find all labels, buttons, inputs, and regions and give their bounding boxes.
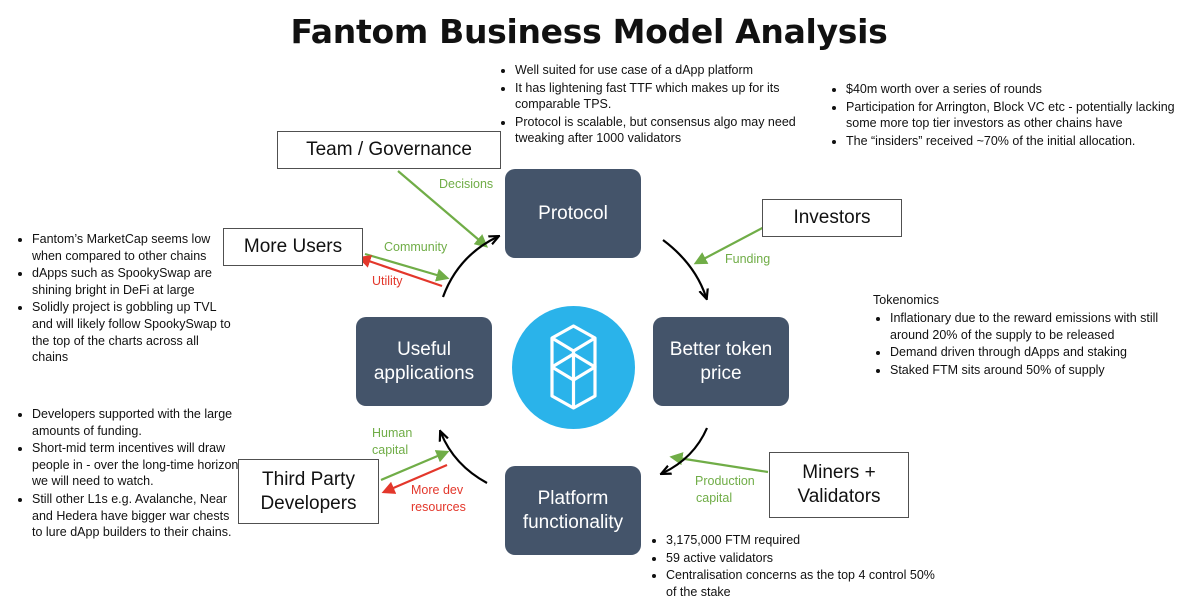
tokenomics-heading: Tokenomics — [873, 293, 939, 307]
miners-validators-box: Miners + Validators — [769, 452, 909, 518]
useful-applications-node: Useful applications — [356, 317, 492, 406]
list-item: Well suited for use case of a dApp platf… — [515, 62, 815, 79]
list-item: Protocol is scalable, but consensus algo… — [515, 114, 815, 147]
human-capital-label: Human capital — [372, 425, 412, 459]
third-party-label: Third Party — [262, 468, 355, 490]
cycle-arrow-protocol-to-price — [662, 239, 706, 297]
token-price-node: Better token price — [653, 317, 789, 406]
page-title: Fantom Business Model Analysis — [290, 12, 888, 51]
list-item: Staked FTM sits around 50% of supply — [890, 362, 1200, 379]
developer-notes: Developers supported with the large amou… — [15, 406, 242, 542]
human-label: Human — [372, 426, 413, 440]
funding-label: Funding — [725, 252, 771, 266]
price-label: price — [700, 362, 742, 384]
platform-functionality-node: Platform functionality — [505, 466, 641, 555]
list-item: Inflationary due to the reward emissions… — [890, 310, 1200, 343]
capital-label: capital — [372, 443, 409, 457]
list-item: Developers supported with the large amou… — [32, 406, 242, 439]
list-item: Centralisation concerns as the top 4 con… — [666, 567, 936, 600]
more-dev-resources-label: More dev resources — [411, 482, 466, 516]
list-item: Fantom’s MarketCap seems low when compar… — [32, 231, 232, 264]
team-governance-box: Team / Governance — [277, 131, 501, 169]
resources-label: resources — [411, 500, 466, 514]
protocol-node: Protocol — [505, 169, 641, 258]
list-item: Solidly project is gobbling up TVL and w… — [32, 299, 232, 365]
list-item: Still other L1s e.g. Avalanche, Near and… — [32, 491, 242, 541]
cycle-arrow-platform-to-apps — [441, 433, 488, 484]
useful-label: Useful — [397, 338, 451, 360]
tokenomics-notes: Inflationary due to the reward emissions… — [873, 310, 1200, 379]
functionality-label: functionality — [522, 511, 624, 533]
human-capital-arrow — [380, 450, 450, 482]
developers-label: Developers — [260, 492, 357, 514]
investors-label: Investors — [793, 207, 871, 228]
list-item: 59 active validators — [666, 550, 936, 567]
more-users-label: More Users — [243, 236, 343, 257]
list-item: dApps such as SpookySwap are shining bri… — [32, 265, 232, 298]
community-arrow — [364, 252, 450, 282]
more-dev-resources-arrow — [381, 463, 448, 494]
user-notes: Fantom’s MarketCap seems low when compar… — [15, 231, 232, 367]
fantom-logo-icon — [512, 306, 635, 429]
protocol-notes: Well suited for use case of a dApp platf… — [498, 62, 815, 148]
list-item: Participation for Arrington, Block VC et… — [846, 99, 1200, 132]
cycle-arrow-price-to-platform — [663, 427, 709, 473]
list-item: $40m worth over a series of rounds — [846, 81, 1200, 98]
list-item: 3,175,000 FTM required — [666, 532, 936, 549]
applications-label: applications — [373, 362, 475, 384]
production-capital-label: Production capital — [695, 473, 755, 507]
miners-label: Miners + — [802, 462, 876, 483]
more-users-box: More Users — [223, 228, 363, 266]
investors-box: Investors — [762, 199, 902, 237]
production-capital-word-label: capital — [696, 491, 733, 505]
list-item: It has lightening fast TTF which makes u… — [515, 80, 815, 113]
better-token-label: Better token — [669, 338, 773, 360]
production-label: Production — [695, 474, 755, 488]
utility-arrow — [357, 255, 443, 288]
list-item: The “insiders” received ~70% of the init… — [846, 133, 1200, 150]
validators-label: Validators — [797, 486, 881, 507]
platform-label: Platform — [537, 487, 609, 509]
utility-label: Utility — [372, 274, 403, 288]
investor-notes: $40m worth over a series of rounds Parti… — [829, 81, 1200, 150]
list-item: Short-mid term incentives will draw peop… — [32, 440, 242, 490]
funding-arrow — [693, 224, 769, 265]
decisions-arrow — [397, 170, 489, 248]
validator-notes: 3,175,000 FTM required 59 active validat… — [649, 532, 936, 601]
team-governance-label: Team / Governance — [306, 139, 472, 160]
cycle-arrow-apps-to-protocol — [441, 237, 497, 298]
community-label: Community — [384, 240, 448, 254]
more-dev-label: More dev — [411, 483, 464, 497]
list-item: Demand driven through dApps and staking — [890, 344, 1200, 361]
protocol-label: Protocol — [538, 202, 608, 224]
decisions-label: Decisions — [439, 177, 494, 191]
production-capital-arrow — [669, 452, 769, 474]
third-party-developers-box: Third Party Developers — [238, 459, 379, 524]
